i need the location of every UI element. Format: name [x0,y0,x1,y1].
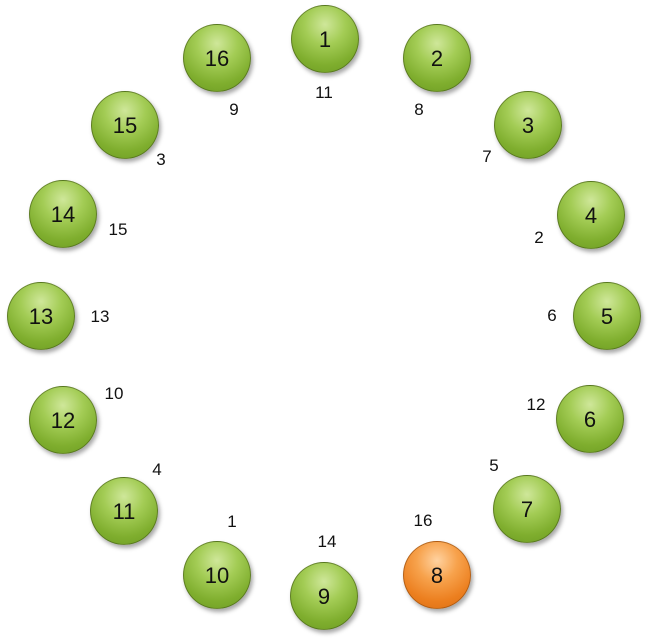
node-weight: 4 [152,460,162,479]
node-2[interactable]: 2 [403,24,471,92]
node-15[interactable]: 15 [91,91,159,159]
node-weight: 7 [482,147,492,166]
node-12[interactable]: 12 [29,386,97,454]
node-label: 8 [430,563,444,588]
node-label: 15 [112,113,138,138]
node-label: 3 [521,113,535,138]
node-weight: 9 [229,100,239,119]
node-label: 11 [112,499,136,524]
node-weight: 11 [315,83,333,102]
node-label: 6 [583,407,597,432]
node-11[interactable]: 11 [90,477,158,545]
node-weight: 12 [526,395,546,414]
node-8[interactable]: 8 [403,541,471,609]
node-9[interactable]: 9 [290,562,358,630]
node-weight: 2 [534,228,544,247]
node-weight: 16 [413,511,433,530]
node-weight: 6 [547,306,557,325]
node-4[interactable]: 4 [557,181,625,249]
node-label: 7 [520,497,534,522]
node-label: 9 [317,584,331,609]
node-10[interactable]: 10 [183,541,251,609]
node-label: 4 [584,203,598,228]
node-label: 16 [204,46,230,71]
node-weight: 5 [489,456,499,475]
node-13[interactable]: 13 [7,282,75,350]
node-weight: 15 [108,220,128,239]
node-weight: 14 [317,532,337,551]
node-14[interactable]: 14 [29,180,97,248]
node-weight: 13 [90,307,110,326]
node-label: 12 [50,408,76,433]
node-weight: 8 [414,100,424,119]
node-label: 14 [50,202,76,227]
node-label: 1 [318,27,332,52]
node-1[interactable]: 1 [291,5,359,73]
node-3[interactable]: 3 [494,91,562,159]
node-5[interactable]: 5 [573,282,641,350]
node-weight: 10 [104,384,124,403]
node-6[interactable]: 6 [556,385,624,453]
node-weight: 3 [156,150,166,169]
node-16[interactable]: 16 [183,24,251,92]
node-label: 5 [600,304,614,329]
node-label: 2 [430,46,444,71]
node-7[interactable]: 7 [493,475,561,543]
node-label: 10 [204,563,230,588]
node-label: 13 [28,304,54,329]
node-weight: 1 [227,512,237,531]
